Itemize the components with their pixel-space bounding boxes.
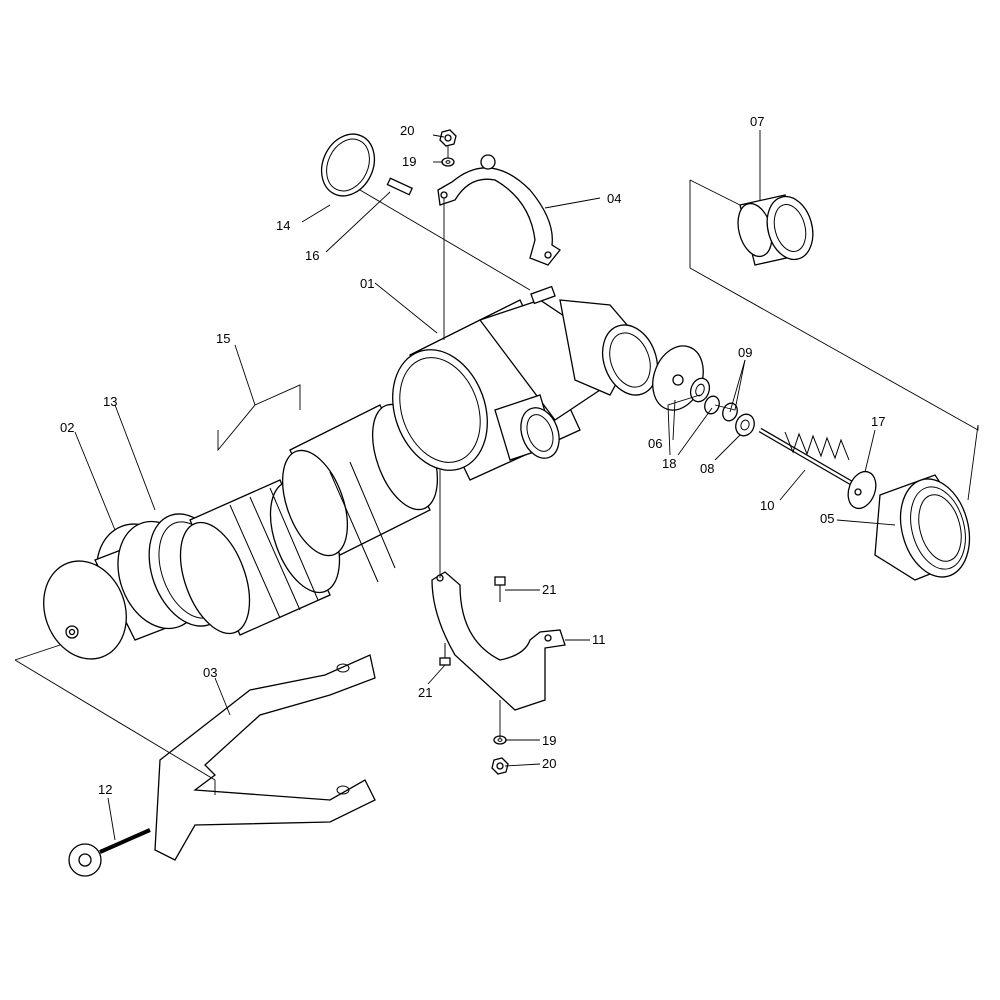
callout-09: 09	[738, 345, 752, 360]
callout-18: 18	[662, 456, 676, 471]
callout-20-top: 20	[400, 123, 414, 138]
callout-11: 11	[592, 632, 606, 647]
part-17-cone	[847, 470, 877, 510]
part-16-pin	[386, 177, 414, 196]
part-19-washer-top	[441, 157, 455, 167]
callout-19-bottom: 19	[542, 733, 556, 748]
callout-21-upper: 21	[542, 582, 556, 597]
callout-19-top: 19	[402, 154, 416, 169]
part-12-star-knob	[68, 828, 151, 877]
part-10-spring-rod	[758, 427, 862, 491]
callout-21-lower: 21	[418, 685, 432, 700]
leader-lines	[14, 130, 979, 841]
part-04-upper-clamp	[437, 154, 561, 266]
part-01-housing	[392, 285, 659, 481]
callout-06: 06	[648, 436, 662, 451]
callout-12: 12	[98, 782, 112, 797]
callout-03: 03	[203, 665, 217, 680]
callout-07: 07	[750, 114, 764, 129]
part-05-threaded-cap	[874, 474, 971, 581]
part-03-strap	[154, 654, 376, 861]
part-07-fitting	[737, 194, 814, 266]
callout-10: 10	[760, 498, 774, 513]
part-20-nut-top	[439, 129, 457, 147]
callout-01: 01	[360, 276, 374, 291]
callout-17: 17	[871, 414, 885, 429]
callout-05: 05	[820, 511, 834, 526]
callout-labels: 20 19 14 16 04 01 07 15 13 02 09 06 18 0…	[60, 114, 885, 797]
part-14-snap-ring	[320, 133, 376, 197]
part-20-nut-bottom	[491, 757, 509, 775]
callout-13: 13	[103, 394, 117, 409]
callout-16: 16	[305, 248, 319, 263]
callout-04: 04	[607, 191, 621, 206]
part-21-screw-upper	[494, 576, 506, 602]
callout-15: 15	[216, 331, 230, 346]
part-18-washer	[689, 377, 711, 403]
part-08-washer	[735, 413, 755, 437]
callout-14: 14	[276, 218, 290, 233]
callout-20-bottom: 20	[542, 756, 556, 771]
part-21-screw-lower	[439, 643, 451, 666]
callout-08: 08	[700, 461, 714, 476]
callout-02: 02	[60, 420, 74, 435]
